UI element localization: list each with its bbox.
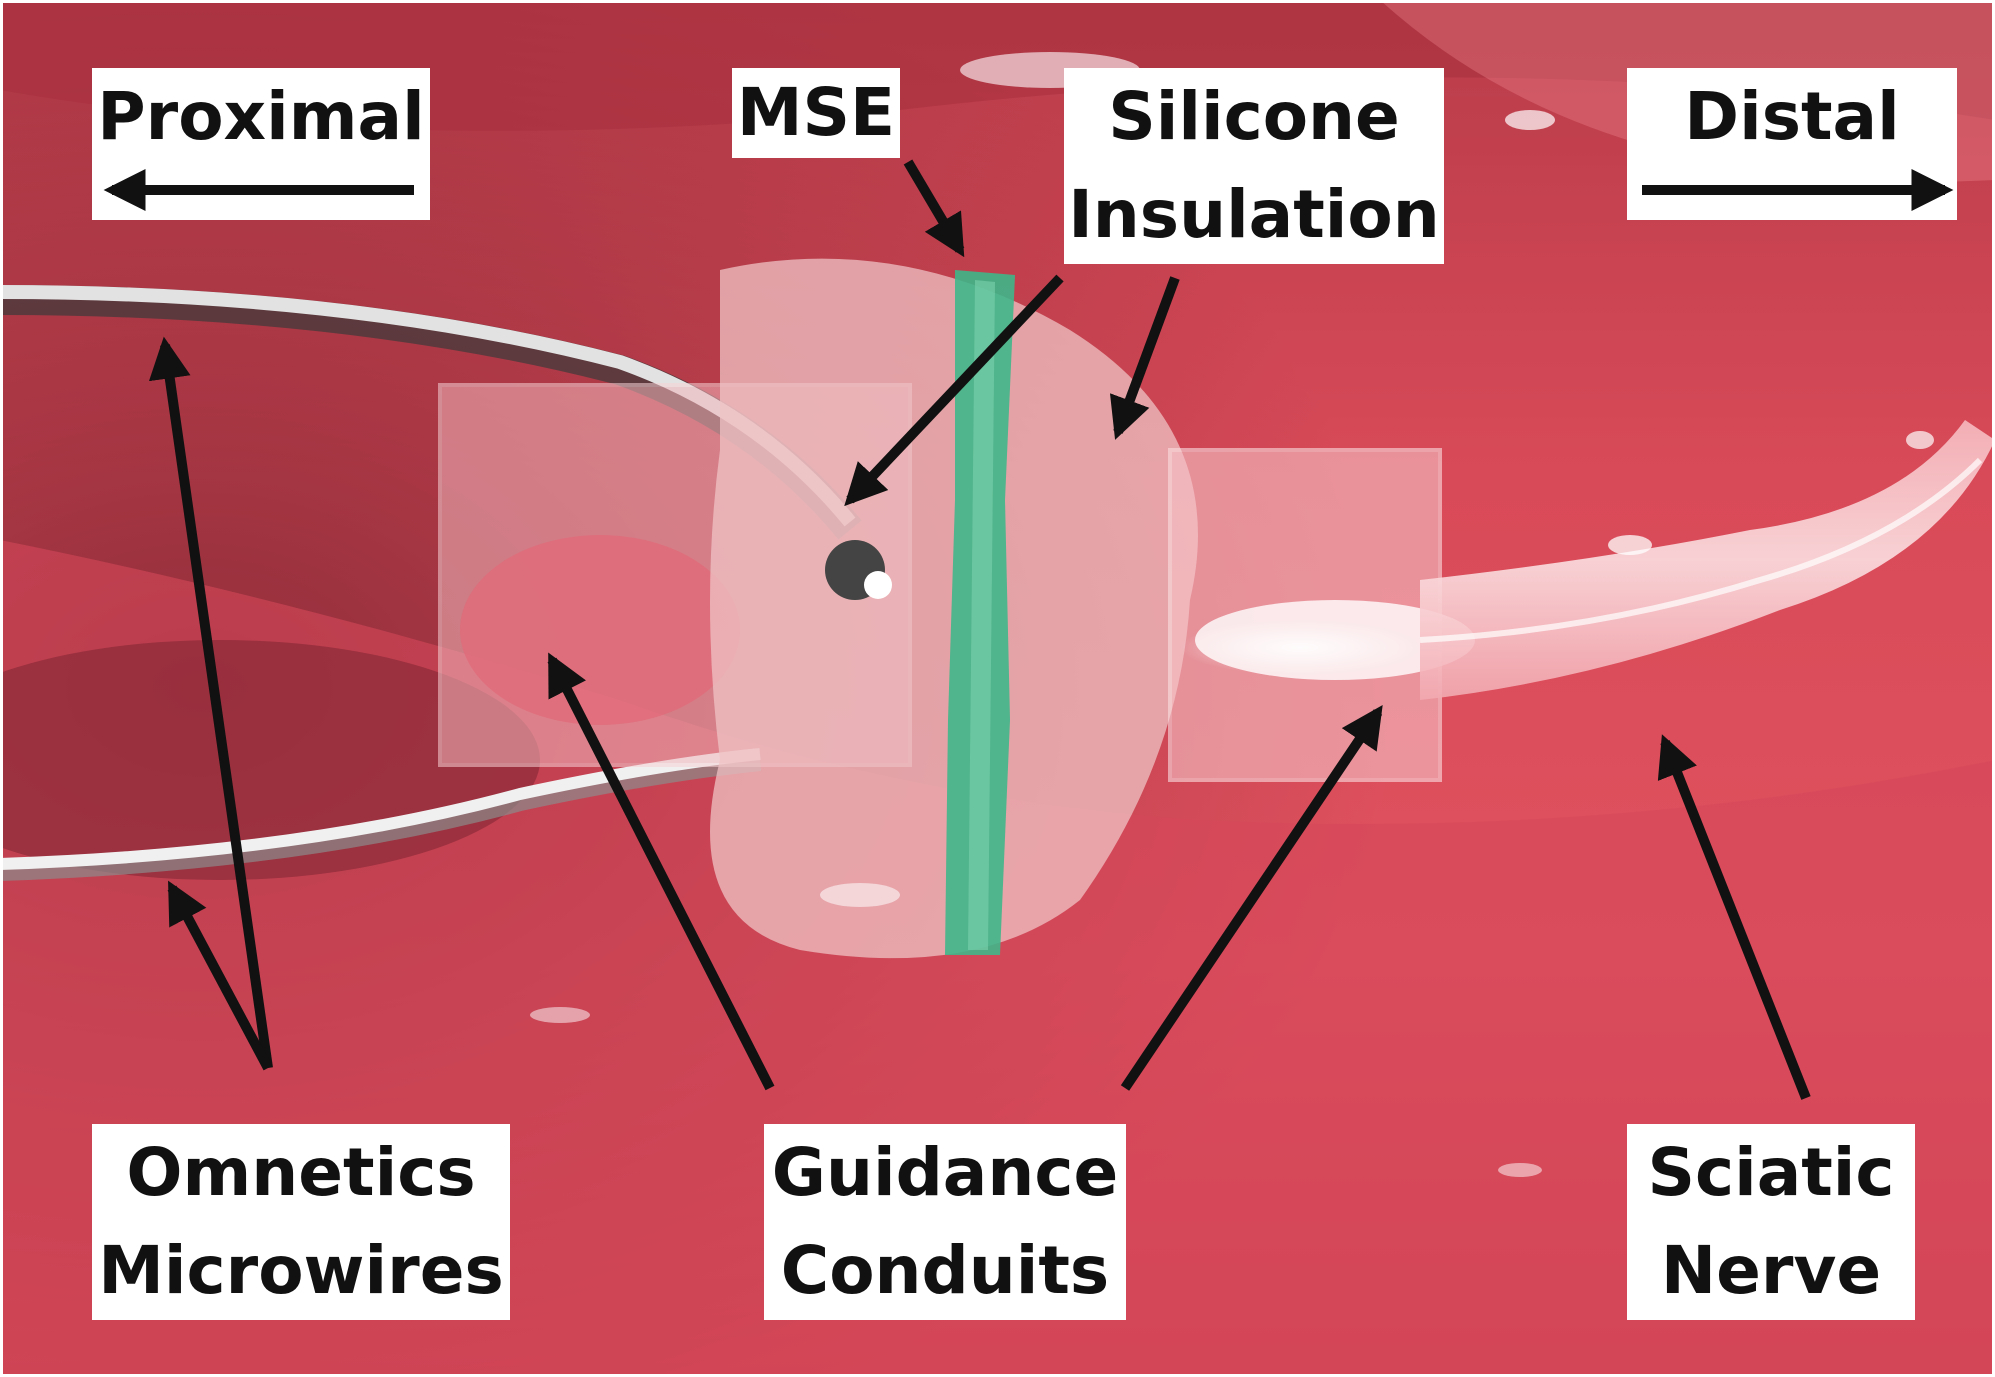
label-silicone-line2: Insulation [1068, 176, 1440, 253]
label-guidance-line2: Conduits [780, 1232, 1110, 1309]
label-proximal: Proximal [92, 68, 430, 220]
label-silicone-line1: Silicone [1108, 78, 1400, 155]
label-omnetics-line1: Omnetics [126, 1134, 476, 1211]
label-sciatic-nerve: Sciatic Nerve [1627, 1124, 1915, 1320]
label-omnetics-line2: Microwires [98, 1232, 504, 1309]
label-sciatic-line1: Sciatic [1647, 1134, 1895, 1211]
label-guidance-line1: Guidance [771, 1134, 1119, 1211]
label-guidance-conduits: Guidance Conduits [764, 1124, 1126, 1320]
label-omnetics-microwires: Omnetics Microwires [92, 1124, 510, 1320]
label-mse-text: MSE [736, 74, 896, 151]
label-sciatic-line2: Nerve [1660, 1232, 1882, 1309]
label-distal: Distal [1627, 68, 1957, 220]
label-silicone-insulation: Silicone Insulation [1064, 68, 1444, 264]
label-mse: MSE [732, 68, 900, 158]
label-distal-text: Distal [1684, 78, 1900, 155]
label-proximal-text: Proximal [97, 78, 425, 155]
